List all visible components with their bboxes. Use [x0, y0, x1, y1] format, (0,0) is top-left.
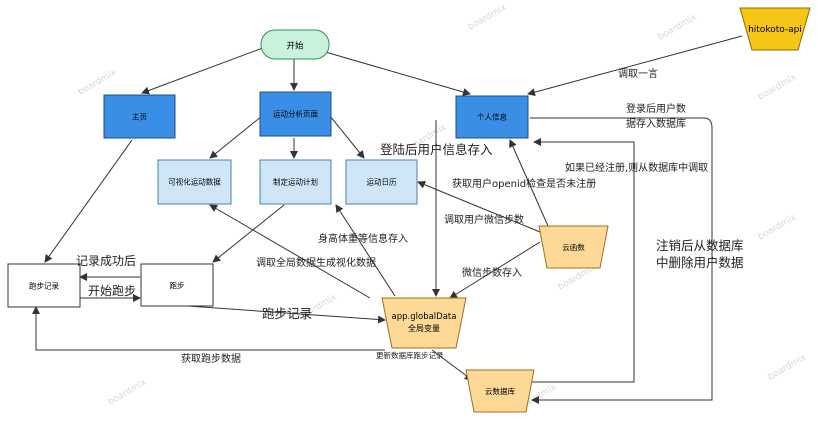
node-label-line2: 全局变量: [408, 323, 440, 333]
watermark-text: boardmix: [467, 2, 509, 32]
label-record-success: 记录成功后: [76, 254, 136, 268]
label-start-run: 开始跑步: [88, 284, 136, 298]
label-login-store-user: 登陆后用户信息存入: [380, 142, 493, 157]
label-fetch-wechat-steps: 调取用户微信步数: [444, 213, 524, 226]
node-label: 个人信息: [477, 112, 507, 122]
edge-global-plan: [335, 204, 396, 297]
node-label: 跑步记录: [29, 282, 59, 291]
node-global-data[interactable]: app.globalData 全局变量: [381, 297, 467, 349]
edge-hitokoto-profile: [527, 35, 743, 97]
node-start[interactable]: 开始: [260, 29, 330, 60]
node-run-record[interactable]: 跑步记录: [7, 263, 81, 308]
label-openid-check: 获取用户openid检查是否未注册: [452, 177, 596, 190]
watermark-text: boardmix: [757, 72, 799, 102]
edge-global-runrecord: [32, 306, 385, 351]
node-label: 跑步: [170, 281, 185, 290]
node-label: 制定运动计划: [273, 177, 318, 187]
edge-cloudfn-calendar: [417, 180, 541, 233]
label-login-store-line1: 登录后用户数: [626, 102, 686, 115]
edge-clouddb-profile: [530, 138, 635, 383]
edge-plan-run: [212, 204, 285, 263]
label-fetch-quote: 调取一言: [618, 67, 658, 80]
node-calendar[interactable]: 运动日历: [345, 159, 418, 205]
edge-run-global: [187, 305, 386, 324]
node-cloud-database[interactable]: 云数据库: [465, 369, 535, 413]
edge-global-viz: [209, 204, 371, 299]
edge-analysis-calendar: [329, 115, 365, 159]
node-run[interactable]: 跑步: [140, 263, 214, 307]
label-update-db-run: 更新数据库跑步记录: [376, 350, 444, 360]
edge-home-runrecord: [44, 139, 133, 263]
node-cloud-function[interactable]: 云函数: [538, 225, 609, 269]
watermark-text: boardmix: [767, 352, 809, 382]
edges: [32, 35, 743, 404]
node-label: 主页: [132, 112, 147, 122]
node-viz[interactable]: 可视化运动数据: [157, 159, 232, 205]
label-wechat-steps-store: 微信步数存入: [462, 266, 522, 279]
node-label: 运动日历: [367, 177, 397, 187]
node-label: 可视化运动数据: [168, 177, 221, 187]
edge-start-profile: [321, 50, 471, 96]
label-login-store-line2: 据存入数据库: [626, 117, 686, 130]
watermark-text: boardmix: [657, 12, 699, 42]
node-hitokoto-api[interactable]: hitokoto-api: [739, 7, 811, 51]
edge-cloudfn-profile: [509, 139, 549, 227]
node-label: hitokoto-api: [748, 25, 802, 35]
edge-global-clouddb: [431, 349, 473, 381]
label-registered-fetch: 如果已经注册,则从数据库中调取: [565, 161, 708, 174]
node-label: 开始: [286, 41, 304, 52]
label-logout-line1: 注销后从数据库: [656, 238, 744, 253]
node-label-line1: app.globalData: [392, 312, 457, 322]
node-analysis[interactable]: 运动分析页面: [259, 91, 332, 137]
label-fetch-run-data: 获取跑步数据: [181, 352, 241, 365]
edge-profile-clouddb: [530, 117, 713, 404]
edge-labels: 调取一言 登录后用户数 据存入数据库 登陆后用户信息存入 如果已经注册,则从数据…: [76, 67, 744, 365]
label-run-log: 跑步记录: [262, 306, 312, 321]
node-plan[interactable]: 制定运动计划: [259, 159, 332, 205]
label-logout-line2: 中删除用户数据: [656, 255, 744, 270]
edge-cloudfn-global: [449, 241, 541, 299]
watermark-text: boardmix: [107, 377, 149, 407]
watermark-text: boardmix: [757, 212, 799, 242]
watermark-text: boardmix: [77, 67, 119, 97]
edge-start-home: [141, 45, 269, 95]
node-label: 运动分析页面: [273, 109, 318, 119]
node-profile[interactable]: 个人信息: [455, 95, 529, 139]
label-fetch-global-viz: 调取全局数据生成视化数据: [256, 256, 376, 269]
label-body-info-store: 身高体重等信息存入: [318, 232, 408, 245]
node-label: 云函数: [562, 242, 585, 252]
edge-analysis-viz: [209, 115, 263, 159]
node-home[interactable]: 主页: [103, 94, 176, 139]
node-label: 云数据库: [485, 386, 515, 396]
